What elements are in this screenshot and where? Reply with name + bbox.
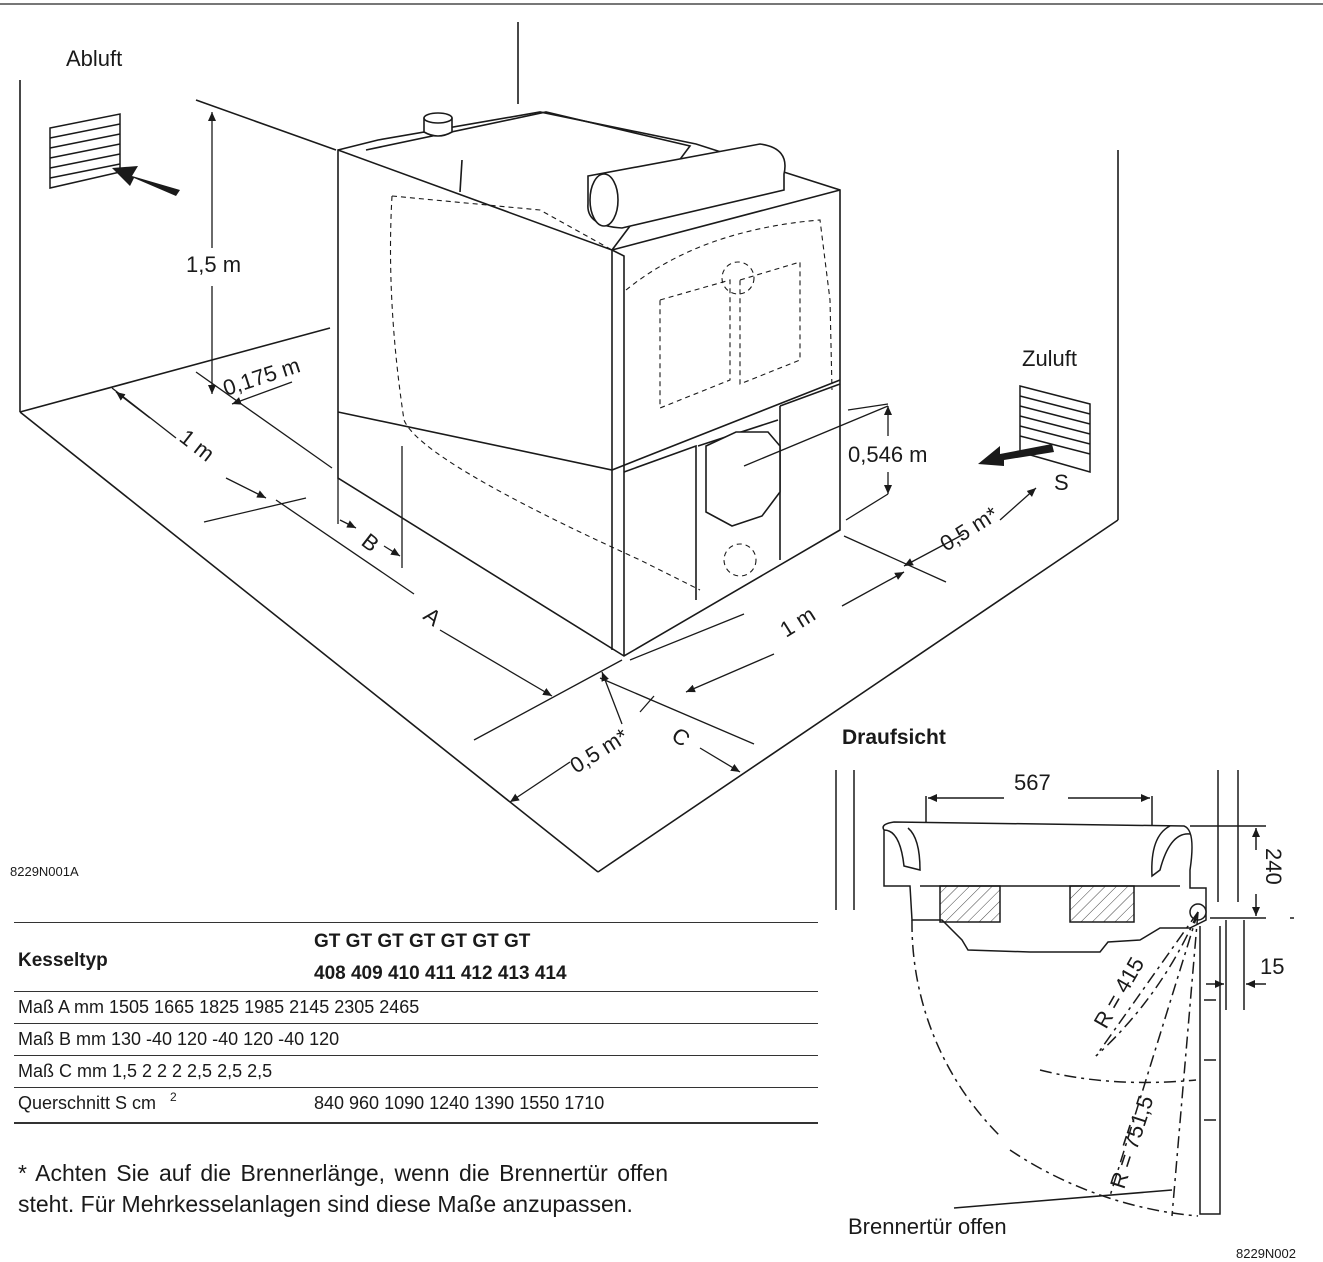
label-abluft: Abluft <box>66 46 122 71</box>
boiler-hidden-lines <box>389 195 833 591</box>
room-outline <box>19 22 1119 873</box>
dimension-lines <box>111 112 1037 803</box>
topview-title: Draufsicht <box>842 726 946 749</box>
table-header-gt: GT GT GT GT GT GT GT <box>314 931 531 952</box>
table-header-row: Kesseltyp GT GT GT GT GT GT GT 408 409 4… <box>14 922 818 992</box>
footnote: * Achten Sie auf die Brennerlänge, wenn … <box>18 1160 668 1217</box>
label-C: C <box>667 722 695 752</box>
label-1m-left: 1 m <box>175 424 219 466</box>
label-zuluft: Zuluft <box>1022 346 1077 371</box>
exhaust-arrow <box>112 166 180 196</box>
row-mass-b: Maß B mm 130 -40 120 -40 120 -40 120 <box>18 1029 340 1049</box>
row-mass-a: Maß A mm 1505 1665 1825 1985 2145 2305 2… <box>18 997 420 1017</box>
table-row: Maß B mm 130 -40 120 -40 120 -40 120 <box>14 1024 818 1056</box>
label-A: A <box>419 602 446 631</box>
table-row: Querschnitt S cm 2 840 960 1090 1240 1390… <box>14 1088 818 1124</box>
figure-code-right: 8229N002 <box>1236 1246 1296 1261</box>
topview-dim-15: 15 <box>1260 954 1284 979</box>
row-querschnitt-values: 840 960 1090 1240 1390 1550 1710 <box>314 1093 605 1113</box>
table-header-kesseltyp: Kesseltyp <box>18 950 108 971</box>
boiler-body <box>337 111 841 657</box>
figure-code-left: 8229N001A <box>10 864 79 879</box>
label-0-5m-front: 0,5 m* <box>565 723 633 778</box>
label-S: S <box>1054 470 1069 495</box>
label-B: B <box>357 528 384 557</box>
topview-dim-240: 240 <box>1261 848 1286 885</box>
exhaust-vent-grille <box>49 113 121 189</box>
boiler-dimension-table: Kesseltyp GT GT GT GT GT GT GT 408 409 4… <box>14 922 818 1124</box>
label-0-546m: 0,546 m <box>848 442 928 467</box>
row-querschnitt-sup: 2 <box>170 1090 177 1104</box>
topview-drawing <box>835 770 1294 1217</box>
topview-door-open-label: Brennertür offen <box>848 1214 1007 1239</box>
top-rule <box>0 3 1323 5</box>
supply-arrow <box>978 444 1054 466</box>
row-querschnitt-label: Querschnitt S cm <box>18 1093 157 1113</box>
table-header-numbers: 408 409 410 411 412 413 414 <box>314 963 567 984</box>
label-1m-front: 1 m <box>775 602 819 643</box>
row-mass-c: Maß C mm 1,5 2 2 2 2,5 2,5 2,5 <box>18 1061 273 1081</box>
table-row: Maß C mm 1,5 2 2 2 2,5 2,5 2,5 <box>14 1056 818 1088</box>
label-0-5m-right: 0,5 m* <box>935 501 1003 556</box>
topview-radius-751: R = 751,5 <box>1105 1093 1158 1192</box>
table-row: Maß A mm 1505 1665 1825 1985 2145 2305 2… <box>14 992 818 1024</box>
supply-vent-grille <box>1019 385 1091 473</box>
label-height-1-5m: 1,5 m <box>186 252 241 277</box>
topview-radius-415: R = 415 <box>1089 953 1149 1033</box>
topview-dim-567: 567 <box>1014 770 1051 795</box>
